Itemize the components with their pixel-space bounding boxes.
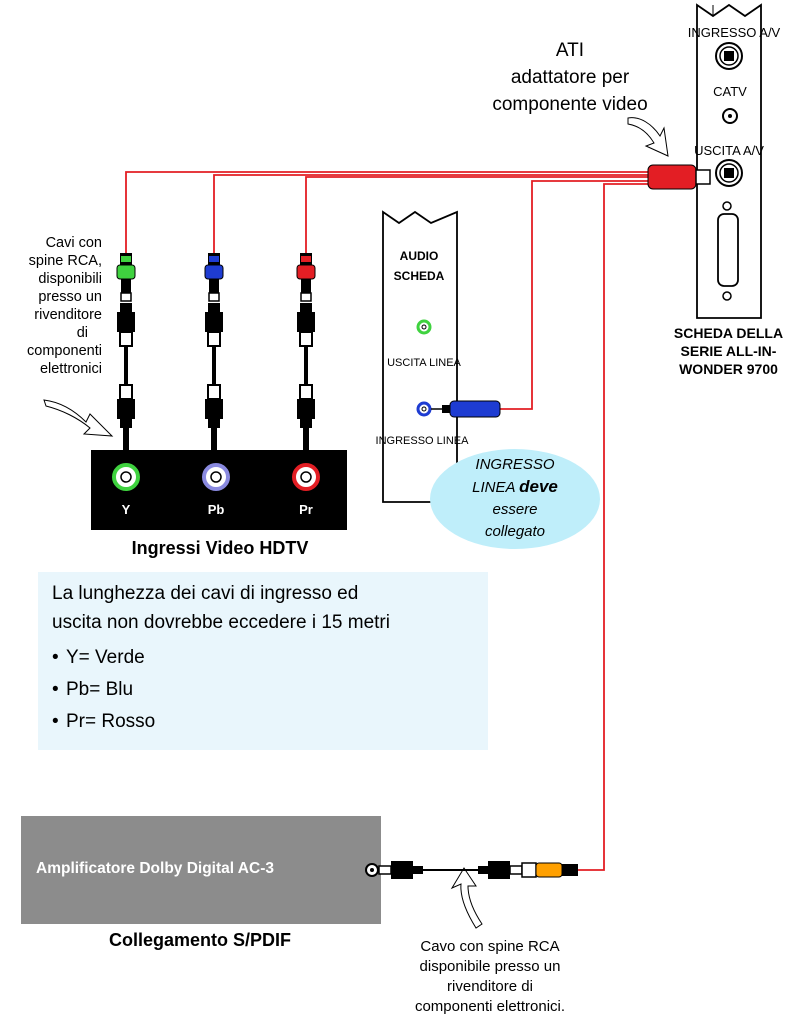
hdtv-label-pb: Pb (207, 502, 225, 517)
audio-card (382, 210, 458, 503)
rca-note-line: rivenditore (34, 307, 102, 323)
bubble-text: LINEA (472, 479, 520, 496)
spdif-cable-note: Cavo con spine RCA disponibile presso un… (400, 937, 580, 1017)
bullet-item: •Y= Verde (52, 647, 145, 668)
adapter-label-line: ATI (555, 40, 585, 61)
audio-card-title: AUDIO SCHEDA (384, 246, 454, 286)
card-title: SCHEDA DELLA SERIE ALL-IN- WONDER 9700 (656, 324, 801, 378)
bullet-text: Pr= Rosso (66, 711, 156, 732)
bullet-item: •Pb= Blu (52, 679, 134, 700)
component-cable-green (116, 253, 136, 450)
bubble-emphasis: deve (519, 477, 558, 496)
port-label-av-out: USCITA A/V (694, 143, 764, 158)
hdtv-label-y: Y (121, 502, 131, 517)
bubble-line: INGRESSO (475, 456, 555, 473)
port-label-catv: CATV (713, 84, 747, 99)
rca-cable-note: Cavi con spine RCA, disponibili presso u… (18, 234, 102, 378)
warning-bubble (430, 449, 600, 549)
audio-card-title-line: SCHEDA (393, 269, 445, 283)
spdif-note-line: Cavo con spine RCA (420, 938, 560, 955)
audio-card-title-line: AUDIO (399, 249, 439, 263)
card-title-line: SCHEDA DELLA (673, 325, 784, 341)
hdtv-caption: Ingressi Video HDTV (131, 538, 309, 558)
rca-note-line: Cavi con (45, 235, 102, 251)
rca-note-line: di (76, 325, 88, 341)
rca-note-line: componenti (27, 343, 102, 359)
hdtv-input-panel (91, 450, 347, 530)
adapter-plug (647, 164, 711, 190)
info-line: uscita non dovrebbe eccedere i 15 metri (52, 612, 390, 633)
component-cable-red (296, 253, 316, 450)
port-label-av-in: INGRESSO A/V (687, 25, 781, 40)
spdif-note-line: rivenditore di (447, 978, 533, 995)
adapter-label-line: componente video (492, 94, 648, 115)
spdif-note-line: componenti elettronici. (414, 998, 566, 1015)
amplifier-box (21, 816, 381, 924)
component-cable-blue (204, 253, 224, 450)
bullet-text: Y= Verde (66, 647, 145, 668)
adapter-label: ATI adattatore per componente video (460, 37, 680, 118)
spdif-note-line: disponibile presso un (419, 958, 561, 975)
cable-length-info: La lunghezza dei cavi di ingresso ed usc… (38, 572, 488, 750)
bubble-line: LINEA deve (440, 476, 590, 499)
spdif-cable (365, 861, 578, 879)
adapter-label-line: adattatore per (510, 67, 630, 88)
spdif-caption: Collegamento S/PDIF (108, 930, 292, 950)
curved-arrow-icon (450, 867, 483, 929)
bubble-line: essere (492, 501, 538, 518)
amplifier-label: Amplificatore Dolby Digital AC-3 (36, 860, 274, 877)
all-in-wonder-card (696, 3, 762, 319)
bullet-text: Pb= Blu (66, 679, 134, 700)
line-in-label: INGRESSO LINEA (375, 435, 469, 447)
rca-note-line: presso un (38, 289, 102, 305)
bullet-item: •Pr= Rosso (52, 711, 156, 732)
red-cables (125, 171, 654, 871)
line-out-label: USCITA LINEA (387, 357, 461, 369)
curved-arrow-icon (627, 117, 669, 157)
bubble-line: collegato (484, 523, 546, 540)
rca-note-line: disponibili (38, 271, 102, 287)
audio-jack-plug (431, 400, 501, 418)
rca-note-line: spine RCA, (28, 253, 102, 269)
info-line: La lunghezza dei cavi di ingresso ed (52, 583, 359, 604)
hdtv-label-pr: Pr (299, 502, 313, 517)
warning-bubble-text: INGRESSO LINEA deve essere collegato (440, 454, 590, 543)
curved-arrow-icon (43, 399, 114, 437)
card-title-line: SERIE ALL-IN- (680, 343, 777, 359)
rca-note-line: elettronici (39, 361, 102, 377)
card-title-line: WONDER 9700 (679, 361, 778, 377)
